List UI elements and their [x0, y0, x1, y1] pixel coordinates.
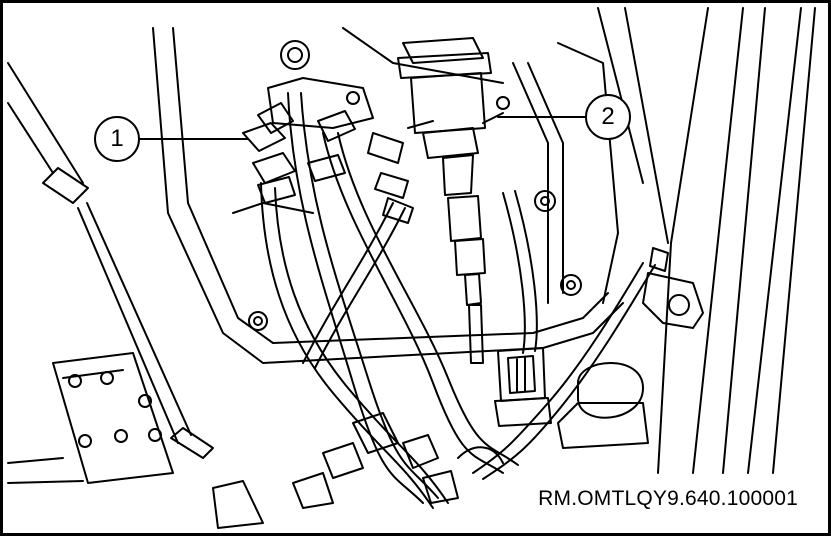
mounting-bracket: [642, 247, 704, 329]
bolts: [248, 40, 582, 331]
bottom-fittings: [212, 412, 504, 529]
frame-rails: [597, 7, 816, 474]
callout-2-circle: [585, 94, 631, 140]
gas-strut: [7, 62, 214, 459]
sensor-assembly: [397, 37, 504, 364]
callout-1-label: 1: [110, 125, 124, 152]
electrical-connector: [494, 347, 552, 427]
perforated-plate: [7, 352, 174, 484]
callout-1-circle: [94, 116, 140, 162]
hoses: [260, 92, 656, 509]
distribution-block: [242, 77, 414, 224]
callout-leaders: [139, 116, 589, 140]
engine-housing: [152, 27, 624, 364]
callout-2-label: 2: [601, 103, 615, 130]
reservoir: [557, 362, 649, 449]
engine-bay-wiring-drawing: [7, 7, 816, 529]
reference-code: RM.OMTLQY9.640.100001: [536, 487, 800, 511]
